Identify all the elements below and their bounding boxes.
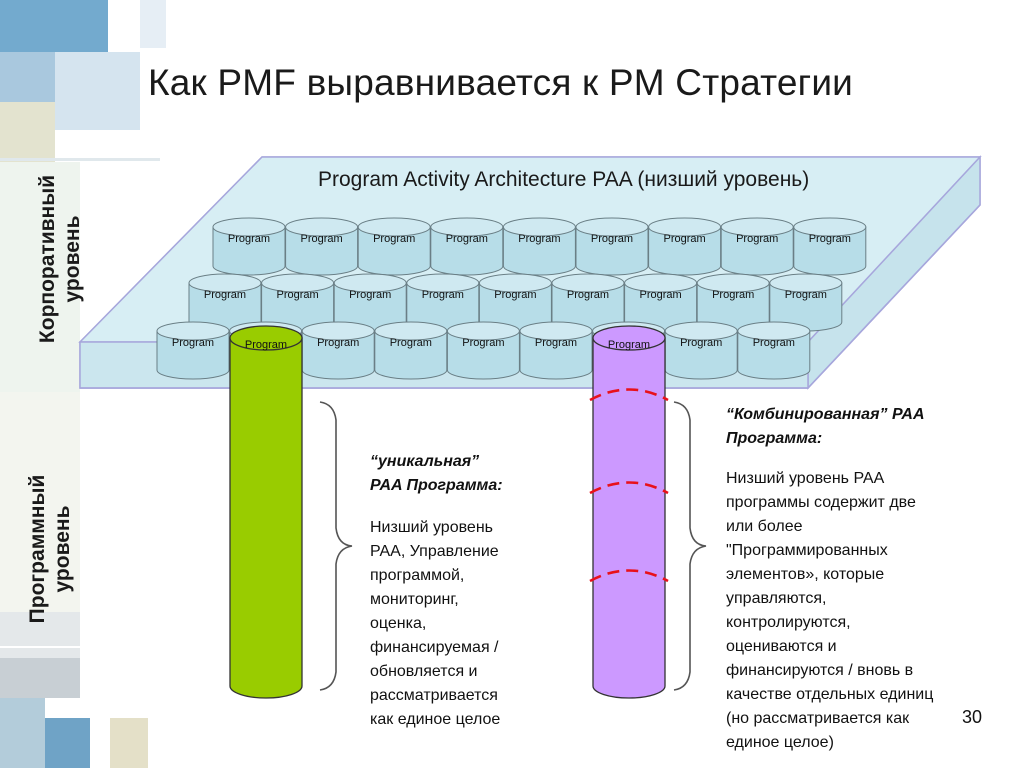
combined-program-column: Program — [589, 325, 669, 699]
label-program-level: Программный уровень — [26, 474, 74, 624]
deco-square — [0, 102, 55, 162]
program-element-divider — [589, 569, 669, 583]
paa-program-label: Program — [712, 289, 754, 301]
deco-line — [0, 646, 160, 648]
deco-square — [0, 0, 108, 52]
paa-program-label: Program — [390, 337, 432, 349]
paa-program-label: Program — [736, 233, 778, 245]
deco-square — [0, 392, 80, 612]
combined-program-body: Низший уровень PAA программы содержит дв… — [726, 470, 934, 751]
paa-program-label: Program — [349, 289, 391, 301]
deco-square — [55, 52, 140, 130]
column-label: Program — [245, 339, 287, 351]
paa-program-label: Program — [446, 233, 488, 245]
deco-line — [0, 158, 160, 161]
paa-program-label: Program — [591, 233, 633, 245]
paa-program-cell: Program — [519, 321, 593, 380]
deco-square — [0, 698, 45, 768]
paa-program-cell: Program — [285, 217, 359, 276]
paa-program-cell: Program — [696, 273, 770, 332]
paa-program-label: Program — [422, 289, 464, 301]
paa-program-label: Program — [228, 233, 270, 245]
paa-program-label: Program — [640, 289, 682, 301]
paa-program-cell: Program — [551, 273, 625, 332]
unique-program-heading: “уникальная” PAA Программа: — [370, 453, 503, 494]
paa-program-cell: Program — [333, 273, 407, 332]
paa-program-label: Program — [664, 233, 706, 245]
paa-program-cell: Program — [502, 217, 576, 276]
paa-program-label: Program — [518, 233, 560, 245]
deco-square — [0, 162, 80, 392]
deco-square — [0, 612, 80, 658]
deco-square — [45, 718, 90, 768]
paa-program-label: Program — [172, 337, 214, 349]
brace-unique — [319, 401, 353, 691]
combined-program-text: “Комбинированная” PAA Программа: Низший … — [726, 403, 996, 755]
paa-title: Program Activity Architecture PAA (низши… — [318, 168, 810, 191]
paa-program-cell: Program — [720, 217, 794, 276]
brace-combined — [673, 401, 707, 691]
paa-program-cell: Program — [769, 273, 843, 332]
program-element-divider — [589, 388, 669, 402]
paa-program-label: Program — [373, 233, 415, 245]
paa-program-cell: Program — [664, 321, 738, 380]
paa-program-label: Program — [535, 337, 577, 349]
paa-program-cell: Program — [156, 321, 230, 380]
paa-program-label: Program — [680, 337, 722, 349]
slide-title: Как PMF выравнивается к PM Стратегии — [148, 62, 854, 103]
unique-program-column: Program — [229, 325, 303, 699]
deco-square — [0, 658, 80, 698]
paa-program-label: Program — [462, 337, 504, 349]
paa-program-cell: Program — [188, 273, 262, 332]
paa-program-cell: Program — [793, 217, 867, 276]
paa-program-cell: Program — [446, 321, 520, 380]
paa-program-cell: Program — [301, 321, 375, 380]
page-number: 30 — [962, 707, 983, 727]
paa-program-label: Program — [753, 337, 795, 349]
paa-program-cell: Program — [357, 217, 431, 276]
label-corporate-level: Корпоративный уровень — [36, 174, 84, 344]
deco-square — [110, 718, 148, 768]
program-columns: Program Program — [229, 325, 669, 699]
column-label: Program — [608, 339, 650, 351]
paa-program-cell: Program — [737, 321, 811, 380]
paa-program-cell: Program — [430, 217, 504, 276]
paa-program-label: Program — [494, 289, 536, 301]
paa-program-cell: Program — [575, 217, 649, 276]
combined-program-heading: “Комбинированная” PAA Программа: — [726, 406, 925, 447]
unique-program-text: “уникальная” PAA Программа: Низший урове… — [370, 450, 560, 732]
paa-program-cell: Program — [374, 321, 448, 380]
paa-program-cell: Program — [624, 273, 698, 332]
unique-program-body: Низший уровень PAA, Управление программо… — [370, 519, 501, 728]
paa-program-cell: Program — [648, 217, 722, 276]
paa-program-cell: Program — [212, 217, 286, 276]
paa-program-label: Program — [301, 233, 343, 245]
paa-program-label: Program — [785, 289, 827, 301]
paa-program-label: Program — [277, 289, 319, 301]
deco-square — [140, 0, 166, 48]
braces — [319, 401, 707, 691]
paa-program-cell: Program — [478, 273, 552, 332]
paa-program-label: Program — [567, 289, 609, 301]
paa-program-label: Program — [204, 289, 246, 301]
program-element-divider — [589, 481, 669, 495]
deco-square — [0, 52, 55, 102]
paa-program-label: Program — [317, 337, 359, 349]
paa-program-label: Program — [809, 233, 851, 245]
